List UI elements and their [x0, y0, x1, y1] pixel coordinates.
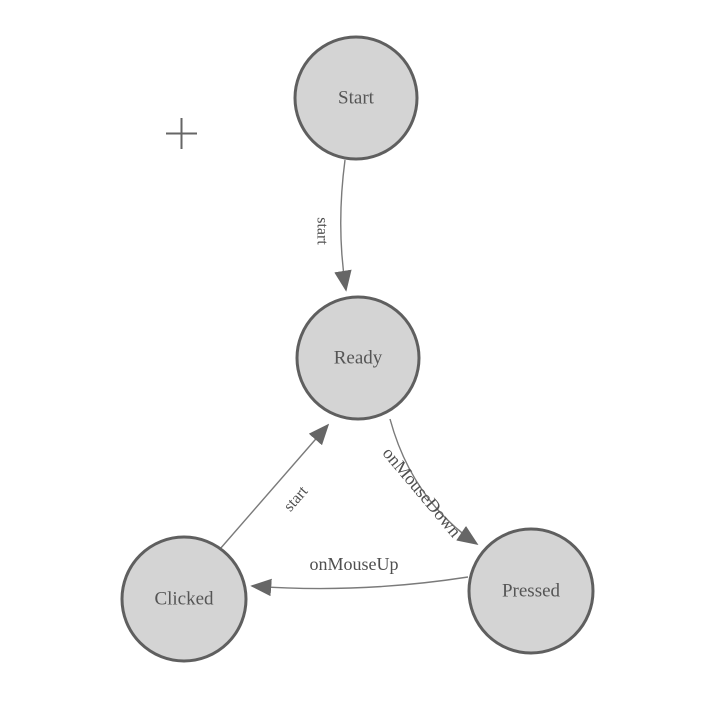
edge-label-start-to-ready: start	[314, 217, 331, 245]
state-circle	[293, 35, 419, 161]
edge-label-clicked-to-ready: start	[281, 483, 312, 515]
state-circle	[295, 295, 421, 421]
edge-ready-to-pressed[interactable]	[389, 418, 479, 545]
edge-layer	[219, 159, 479, 597]
edge-clicked-to-ready[interactable]	[219, 423, 330, 550]
state-label: Clicked	[154, 589, 214, 610]
state-circle	[467, 527, 595, 655]
edge-start-to-ready[interactable]	[334, 159, 352, 292]
edge-pressed-to-clicked[interactable]	[250, 576, 469, 597]
state-circle	[120, 535, 248, 663]
state-label: Ready	[334, 348, 383, 369]
node-pressed[interactable]: Pressed	[467, 527, 595, 655]
node-start[interactable]: Start	[293, 35, 419, 161]
plus-crosshair-icon	[166, 118, 197, 149]
node-ready[interactable]: Ready	[295, 295, 421, 421]
state-label: Pressed	[502, 581, 561, 602]
edge-label-pressed-to-clicked: onMouseUp	[310, 554, 399, 574]
edge-label-ready-to-pressed: onMouseDown	[379, 443, 466, 541]
node-clicked[interactable]: Clicked	[120, 535, 248, 663]
state-label: Start	[338, 88, 375, 109]
